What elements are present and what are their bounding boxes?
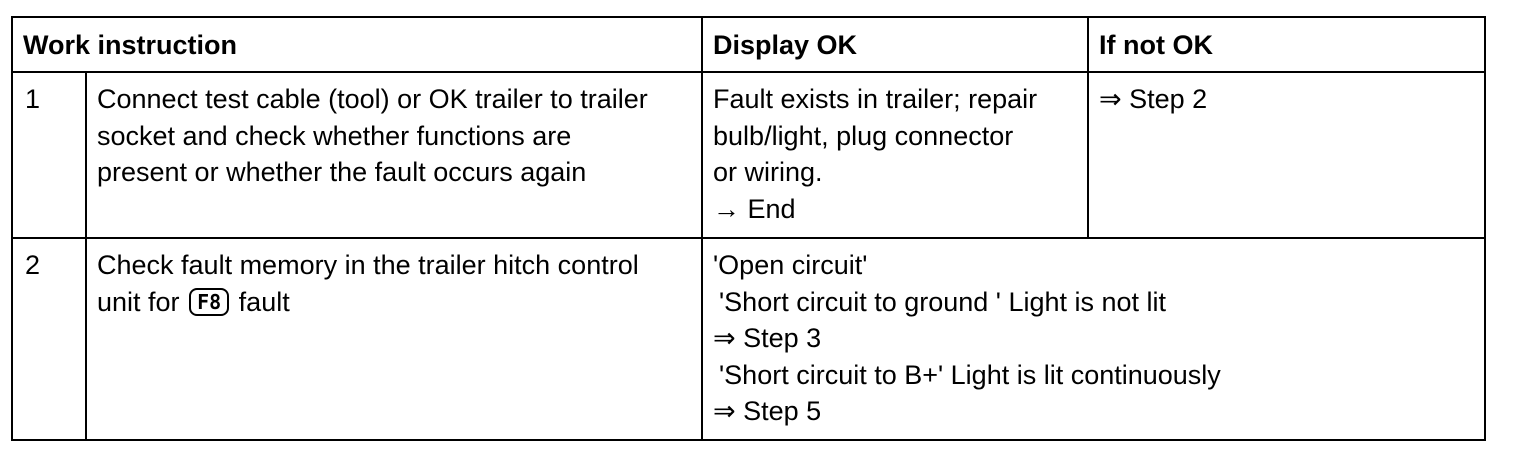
instruction-line: Connect test cable (tool) or OK trailer … [97,84,648,114]
instruction-line: present or whether the fault occurs agai… [97,157,587,187]
display-ok-line: 'Short circuit to ground ' Light is not … [719,286,1167,317]
instruction-cell: Check fault memory in the trailer hitch … [84,237,704,441]
instruction-prefix: unit for [97,286,180,317]
display-ok-line: ⇒ Step 5 [713,396,822,426]
instruction-cell: Connect test cable (tool) or OK trailer … [84,71,704,239]
instruction-line: socket and check whether functions are [97,120,572,151]
instruction-line: Check fault memory in the trailer hitch … [97,250,639,280]
table-row: 2 Check fault memory in the trailer hitc… [11,237,1487,441]
step-number: 2 [11,237,87,441]
header-display-ok: Display OK [701,16,1090,73]
header-row: Work instruction Display OK If not OK [10,16,1487,73]
display-ok-cell: Fault exists in trailer; repair bulb/lig… [701,71,1090,239]
if-not-ok-line: ⇒ Step 2 [1099,84,1208,114]
instruction-line: unit for F8 fault [97,284,691,321]
display-ok-line: ⇒ Step 3 [713,323,822,353]
display-ok-cell: 'Open circuit' 'Short circuit to ground … [701,237,1487,441]
step-number: 1 [11,71,87,239]
header-work-instruction: Work instruction [10,16,704,73]
work-instruction-table: Work instruction Display OK If not OK 1 … [10,16,1487,441]
display-ok-line: bulb/light, plug connector [713,120,1014,151]
display-ok-line: → End [713,193,796,224]
header-if-not-ok: If not OK [1087,16,1487,73]
f8-key-icon: F8 [189,287,230,316]
display-ok-line: Fault exists in trailer; repair [713,84,1038,114]
display-ok-line: 'Short circuit to B+' Light is lit conti… [719,359,1221,390]
instruction-suffix: fault [238,286,290,317]
table-row: 1 Connect test cable (tool) or OK traile… [11,71,1487,239]
display-ok-line: 'Open circuit' [713,250,868,280]
display-ok-line: or wiring. [713,157,823,187]
if-not-ok-cell: ⇒ Step 2 [1087,71,1487,239]
